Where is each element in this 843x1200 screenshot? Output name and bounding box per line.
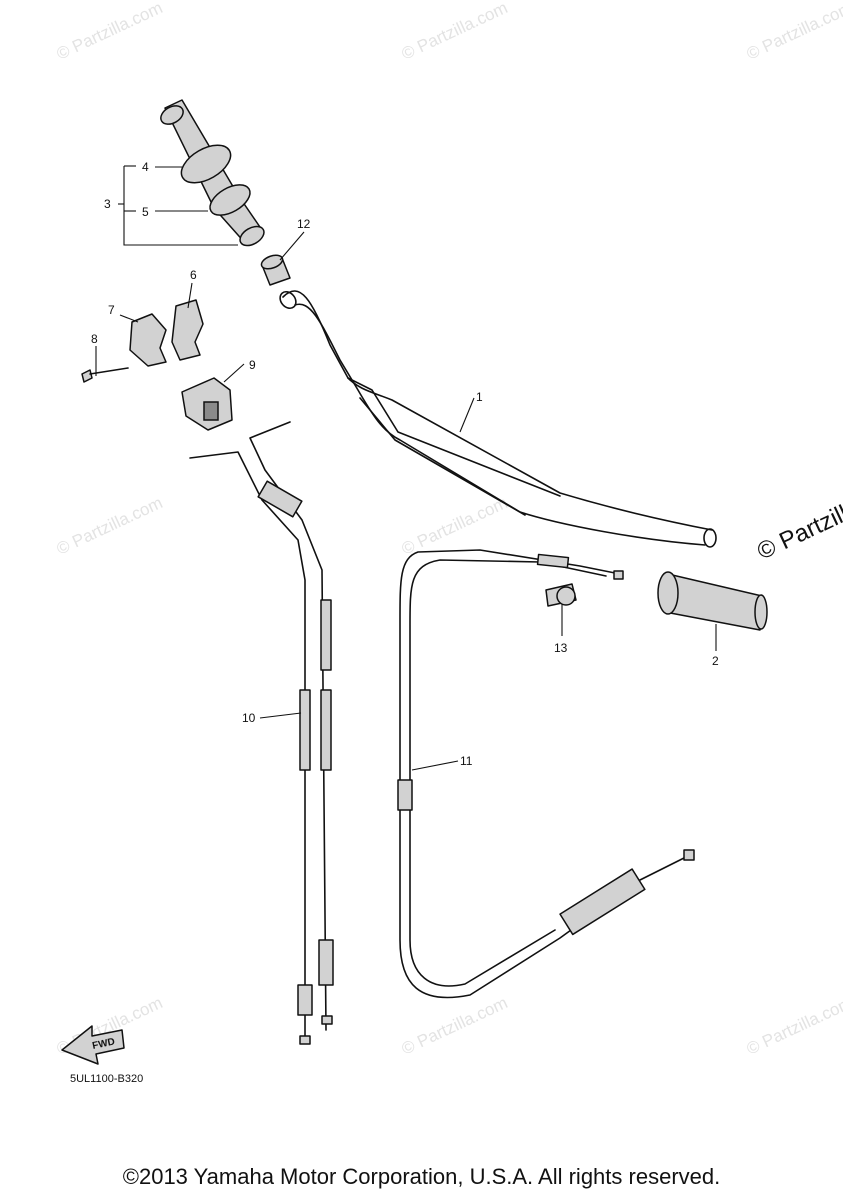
leader-12 bbox=[279, 231, 305, 261]
callout-12: 12 bbox=[297, 217, 311, 231]
clutch-cable-end bbox=[683, 849, 695, 861]
clutch-cable-adjuster bbox=[559, 868, 646, 936]
leader-3-bracket bbox=[123, 166, 238, 246]
clutch-cable-part-11 bbox=[397, 549, 695, 999]
callout-8: 8 bbox=[91, 332, 98, 346]
fwd-arrow-icon bbox=[61, 1025, 125, 1065]
handlebar-upper-edge bbox=[282, 290, 713, 531]
watermark: © Partzilla.com bbox=[54, 0, 166, 64]
clutch-cable-lever-end bbox=[613, 570, 624, 580]
holder-part-7 bbox=[129, 313, 167, 367]
leader-1 bbox=[459, 397, 475, 433]
left-grip-body bbox=[664, 573, 763, 631]
grip-flange-5 bbox=[209, 184, 251, 216]
clutch-cable-outer bbox=[399, 549, 691, 999]
cable-sleeve-3 bbox=[320, 599, 332, 671]
copyright-notice: ©2013 Yamaha Motor Corporation, U.S.A. A… bbox=[122, 1164, 721, 1189]
callout-2: 2 bbox=[712, 654, 719, 668]
callout-13: 13 bbox=[554, 641, 568, 655]
cable-adjuster-1 bbox=[297, 984, 313, 1016]
cable-junction bbox=[257, 480, 303, 518]
watermark-large: © Partzilla bbox=[753, 494, 843, 565]
bracket-slot bbox=[203, 401, 219, 421]
cable-end-1 bbox=[299, 1035, 311, 1045]
callout-9: 9 bbox=[249, 358, 256, 372]
grip-flange-4 bbox=[180, 144, 232, 184]
clutch-cable-break bbox=[397, 779, 413, 811]
leader-10 bbox=[259, 712, 302, 719]
watermark: © Partzilla.com bbox=[744, 0, 843, 64]
cable-end-2 bbox=[321, 1015, 333, 1025]
callout-3: 3 bbox=[104, 197, 111, 211]
left-grip-flange bbox=[657, 571, 679, 615]
fwd-label: FWD bbox=[91, 1036, 116, 1051]
callout-7: 7 bbox=[108, 303, 115, 317]
diagram-code: 5UL1100-B320 bbox=[70, 1073, 144, 1085]
throttle-pulley bbox=[239, 225, 265, 247]
callout-10: 10 bbox=[242, 711, 256, 725]
throttle-grip-assembly bbox=[160, 99, 265, 247]
handlebar-crossbar bbox=[347, 377, 561, 497]
callout-numbers: 1 2 3 4 5 6 7 8 9 10 11 12 13 bbox=[91, 160, 719, 768]
watermarks: © Partzilla.com © Partzilla.com © Partzi… bbox=[54, 0, 843, 1059]
callout-5: 5 bbox=[142, 205, 149, 219]
watermark: © Partzilla.com bbox=[399, 0, 511, 64]
cable-sleeve-1 bbox=[299, 689, 311, 771]
watermark: © Partzilla.com bbox=[54, 493, 166, 559]
leader-11 bbox=[411, 760, 459, 771]
clutch-cable-sleeve bbox=[536, 553, 570, 569]
collar-part-12 bbox=[260, 254, 291, 286]
holder-parts-6-7-8 bbox=[81, 299, 204, 383]
callout-4: 4 bbox=[142, 160, 149, 174]
cable-adjuster-2 bbox=[318, 939, 334, 986]
fwd-arrow: FWD bbox=[61, 1025, 125, 1065]
screw-head-part-8 bbox=[81, 369, 93, 383]
left-grip-end bbox=[754, 594, 768, 630]
leader-9 bbox=[223, 363, 245, 383]
cable-sleeve-2 bbox=[320, 689, 332, 771]
holder-part-6 bbox=[171, 299, 204, 361]
throttle-cable-1 bbox=[189, 451, 306, 1041]
handlebar-left-end bbox=[279, 290, 297, 310]
callout-11: 11 bbox=[460, 754, 473, 768]
handlebar-part-1 bbox=[279, 290, 717, 548]
leader-7 bbox=[119, 314, 139, 323]
left-grip-part-2 bbox=[657, 571, 768, 631]
watermark: © Partzilla.com bbox=[744, 993, 843, 1059]
leader-6 bbox=[187, 282, 193, 309]
bracket-part-9 bbox=[181, 377, 233, 431]
adjuster-bolt-nut bbox=[556, 586, 576, 606]
handlebar-crossbar-lower bbox=[359, 397, 526, 516]
watermark: © Partzilla.com bbox=[399, 493, 511, 559]
collar-top bbox=[260, 254, 284, 270]
callout-6: 6 bbox=[190, 268, 197, 282]
watermark: © Partzilla.com bbox=[399, 993, 511, 1059]
adjuster-bolt-part-13 bbox=[545, 583, 577, 607]
clutch-cable-inner bbox=[409, 559, 607, 987]
callout-1: 1 bbox=[476, 390, 483, 404]
leader-lines bbox=[95, 165, 717, 771]
grip-end-cap bbox=[160, 105, 184, 125]
throttle-cables-part-10 bbox=[189, 421, 334, 1045]
handlebar-right-end bbox=[703, 528, 717, 548]
